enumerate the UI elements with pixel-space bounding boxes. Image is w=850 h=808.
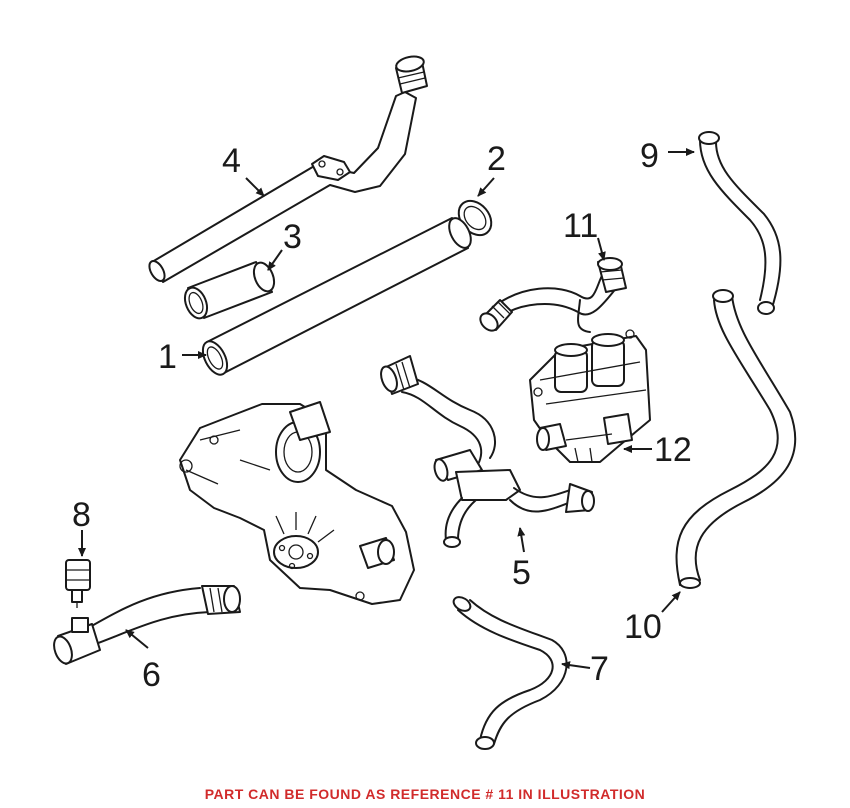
callout-10: 10 (624, 608, 662, 646)
callout-1: 1 (158, 338, 177, 376)
part-3-sleeve (183, 261, 276, 320)
callout-4: 4 (222, 142, 241, 180)
reference-caption: PART CAN BE FOUND AS REFERENCE # 11 IN I… (204, 786, 646, 802)
part-10-hose (675, 289, 797, 589)
part-9-hose (698, 131, 782, 315)
part-7-hose (452, 596, 568, 750)
part-5-hose (380, 355, 595, 548)
part-1-tube (201, 217, 472, 376)
callout-3: 3 (283, 218, 302, 256)
callout-5: 5 (512, 554, 531, 592)
water-pump (179, 401, 415, 605)
callout-12: 12 (654, 431, 692, 469)
part-4-coolant-pipe (148, 55, 428, 283)
callout-6: 6 (142, 656, 161, 694)
callout-leaders (78, 148, 695, 670)
part-6-hose (53, 585, 241, 665)
callout-11: 11 (563, 207, 598, 245)
part-12-heater-valve (529, 329, 651, 463)
callout-2: 2 (487, 140, 506, 178)
callout-labels: 1 2 3 4 5 6 7 8 9 10 11 12 (72, 137, 692, 694)
part-8-sensor (65, 559, 91, 608)
callout-9: 9 (640, 137, 659, 175)
callout-7: 7 (590, 650, 609, 688)
callout-8: 8 (72, 496, 91, 534)
part-11-hose (479, 257, 627, 333)
